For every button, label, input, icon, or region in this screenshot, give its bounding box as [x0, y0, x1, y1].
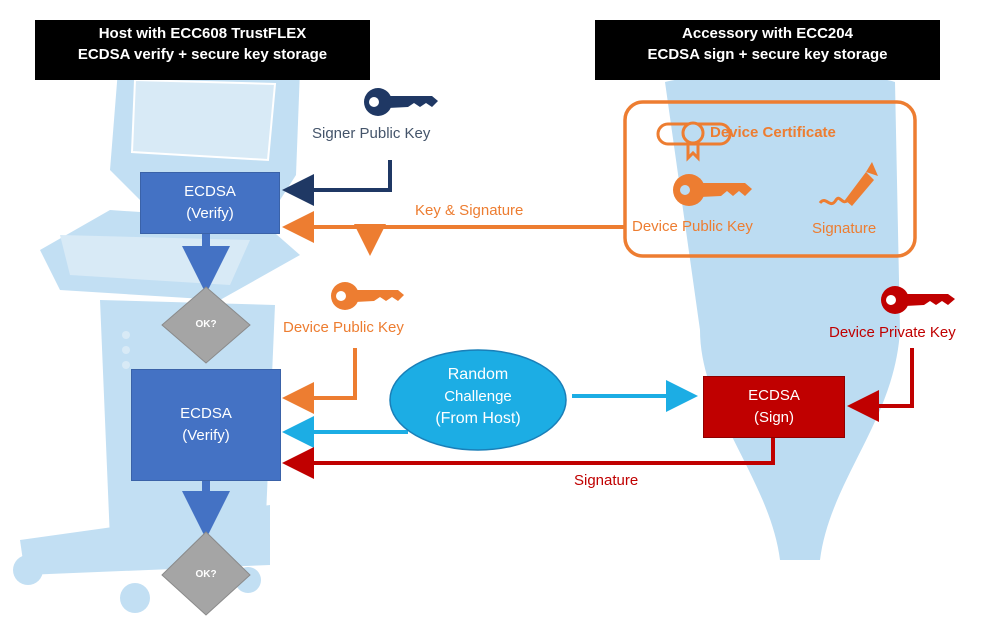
accessory-header-subtitle: ECDSA sign + secure key storage	[647, 46, 888, 63]
random-challenge-ellipse	[389, 349, 567, 451]
device-private-key-icon	[881, 286, 955, 314]
credential-signature-label: Signature	[812, 220, 877, 237]
host-screen-shape	[130, 78, 277, 162]
host-header: Host with ECC608 TrustFLEX ECDSA verify …	[35, 20, 370, 80]
accessory-header-title: Accessory with ECC204	[682, 25, 853, 42]
signature-label: Signature	[574, 472, 639, 489]
challenge-line1: Random	[447, 366, 509, 383]
device-public-key-arrow	[282, 348, 357, 414]
host-device-silhouette	[13, 70, 300, 613]
decision1-label: OK?	[195, 319, 217, 330]
host-wheel	[120, 583, 150, 613]
signature-icon	[818, 162, 878, 206]
decision2-label: OK?	[195, 569, 217, 580]
challenge-line3: (From Host)	[435, 410, 521, 427]
private-key-arrow	[847, 348, 914, 422]
signer-key-arrow	[282, 160, 392, 206]
ecdsa-verify-box-1: ECDSA (Verify)	[140, 172, 280, 234]
decision1-diamond	[161, 286, 251, 364]
signature-return-arrow	[282, 437, 775, 479]
certificate-icon	[656, 121, 732, 162]
device-public-key-icon	[331, 282, 404, 310]
decision2-diamond	[161, 531, 251, 616]
challenge-line2: Challenge	[444, 388, 512, 405]
accessory-header: Accessory with ECC204 ECDSA sign + secur…	[595, 20, 940, 80]
random-challenge-label: Random Challenge (From Host)	[413, 364, 543, 430]
sign-title: ECDSA	[748, 387, 800, 404]
signer-public-key-icon	[364, 88, 438, 116]
device-certificate-label: Device Certificate	[710, 124, 836, 141]
key-signature-label: Key & Signature	[415, 202, 524, 219]
verify1-title: ECDSA	[184, 183, 236, 200]
host-wheel	[13, 555, 43, 585]
ecdsa-sign-box: ECDSA (Sign)	[703, 376, 845, 438]
accessory-probe-silhouette	[665, 73, 900, 560]
credentials-frame	[623, 100, 917, 258]
signer-public-key-label: Signer Public Key	[312, 125, 431, 142]
verify1-subtitle: (Verify)	[186, 205, 234, 222]
ecdsa-verify-box-2: ECDSA (Verify)	[131, 369, 281, 481]
verify2-title: ECDSA	[180, 405, 232, 422]
device-private-key-label: Device Private Key	[829, 324, 956, 341]
host-header-title: Host with ECC608 TrustFLEX	[98, 25, 307, 42]
sign-subtitle: (Sign)	[753, 409, 794, 426]
verify2-subtitle: (Verify)	[182, 427, 230, 444]
device-public-key-label: Device Public Key	[283, 319, 404, 336]
host-header-subtitle: ECDSA verify + secure key storage	[77, 46, 328, 63]
credential-public-key-icon	[673, 174, 752, 206]
credential-public-key-label: Device Public Key	[632, 218, 753, 235]
